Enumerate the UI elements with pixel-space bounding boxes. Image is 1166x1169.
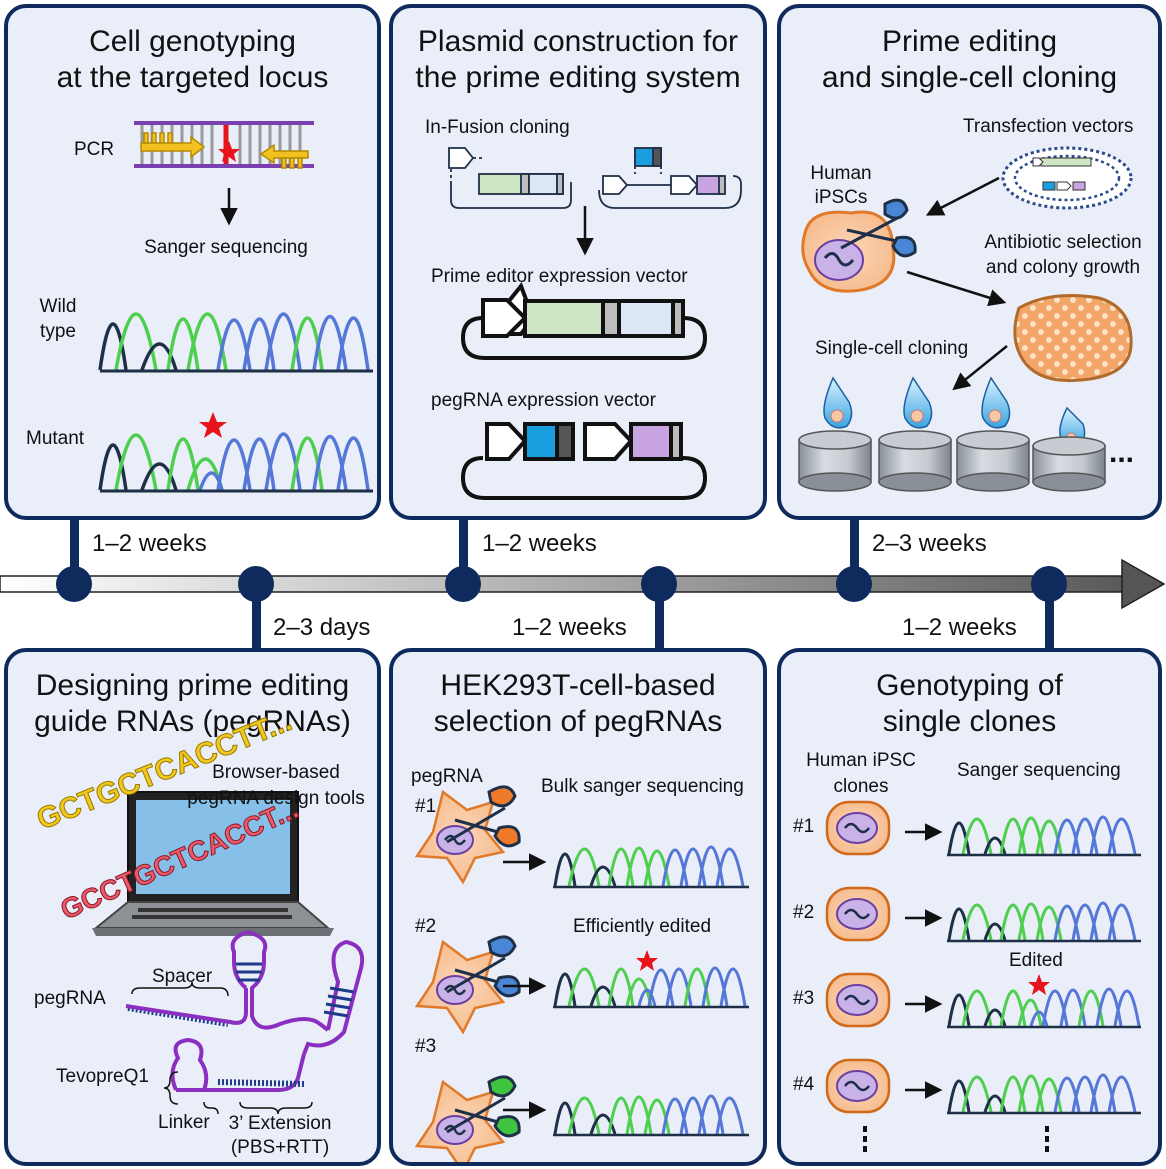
timeline-node (1031, 566, 1067, 602)
chromatogram-wild-type (98, 312, 373, 373)
infusion-plasmid-right (598, 147, 742, 209)
pegrna-structure (125, 929, 365, 1092)
design-illustration: GCTGCTCACCTT... GCCTGCTCACCT... (32, 704, 365, 1115)
mutation-star-icon (199, 412, 227, 438)
mutation-star-icon (636, 950, 658, 971)
timeline-node (56, 566, 92, 602)
chromatogram-clone-2 (947, 901, 1141, 943)
editing-illustration (798, 146, 1133, 492)
sanger-label: Sanger sequencing (957, 760, 1121, 781)
colony-icon (1013, 294, 1133, 383)
edited-label: Edited (1009, 950, 1063, 971)
pegrna-number: #1 (415, 796, 437, 817)
transfection-vectors-icon (1001, 146, 1133, 210)
duration-label: 1–2 weeks (482, 530, 597, 557)
chromatogram-pegrna-3 (553, 1094, 749, 1137)
scissors-icon (446, 785, 521, 848)
timeline (0, 515, 1166, 650)
pegrna-label: pegRNA (34, 988, 106, 1009)
pegrna-vector (460, 422, 708, 500)
spacer-label: Spacer (152, 966, 213, 987)
mutation-star-icon (218, 141, 240, 162)
clone-cell-icon (825, 1058, 891, 1114)
pegrna-label: pegRNA (411, 766, 483, 787)
clone-cell-icon (825, 886, 891, 942)
chromatogram-clone-1 (947, 815, 1141, 857)
duration-label: 1–2 weeks (512, 614, 627, 641)
chromatogram-clone-4 (947, 1073, 1141, 1115)
extension-label: 3’ Extension(PBS+RTT) (228, 1113, 332, 1158)
hek-illustration (414, 785, 749, 1162)
single-cell-label: Single-cell cloning (815, 338, 969, 359)
pegrna-number: #2 (415, 916, 437, 937)
annotation-braces (131, 981, 313, 1115)
clone-number: #3 (793, 988, 815, 1009)
pe-vector-label: Prime editor expression vector (431, 266, 688, 287)
genotyping-illustration (98, 121, 373, 493)
clone-cell-icon (825, 972, 891, 1028)
clone-number: #2 (793, 902, 815, 923)
infusion-label: In-Fusion cloning (425, 117, 570, 138)
duration-label: 1–2 weeks (92, 530, 207, 557)
timeline-node (238, 566, 274, 602)
chromatogram-pegrna-2 (553, 950, 749, 1009)
hek-cell-icon (414, 1079, 506, 1162)
clones-illustration (825, 800, 1141, 1152)
chromatogram-clone-3 (947, 974, 1141, 1029)
transfection-label: Transfection vectors (963, 116, 1134, 137)
mutant-label: Mutant (26, 428, 85, 449)
timeline-node (445, 566, 481, 602)
efficient-label: Efficiently edited (573, 916, 712, 937)
scissors-icon (840, 198, 917, 258)
bulk-sanger-label: Bulk sanger sequencing (541, 776, 744, 797)
linker-label: Linker (158, 1112, 210, 1133)
infusion-plasmid-left (448, 147, 572, 209)
sanger-label: Sanger sequencing (144, 237, 308, 258)
mutation-star-icon (1028, 974, 1050, 995)
duration-label: 1–2 weeks (902, 614, 1017, 641)
chromatogram-pegrna-1 (553, 845, 749, 889)
peg-vector-label: pegRNA expression vector (431, 390, 656, 411)
tevopreq1-label: TevopreQ1 (56, 1066, 149, 1087)
more-dishes-ellipsis: ... (1109, 436, 1135, 469)
pegrna-number: #3 (415, 1036, 437, 1057)
hek-cell-icon (414, 939, 506, 1035)
clone-cell-icon (825, 800, 891, 856)
clone-number: #4 (793, 1074, 815, 1095)
chromatogram-mutant (98, 412, 373, 493)
laptop-icon (92, 791, 334, 936)
timeline-node (836, 566, 872, 602)
vertical-ellipsis-icon (863, 1126, 1049, 1152)
single-cell-dishes (798, 376, 1106, 492)
scissors-icon (446, 1075, 521, 1138)
ipsc-cell-icon (801, 210, 896, 293)
dna-icon (134, 121, 314, 169)
plasmid-illustration (448, 147, 742, 500)
pcr-label: PCR (74, 139, 115, 160)
timeline-node (641, 566, 677, 602)
duration-label: 2–3 weeks (872, 530, 987, 557)
clone-number: #1 (793, 816, 815, 837)
prime-editor-vector (460, 282, 708, 360)
duration-label: 2–3 days (273, 614, 371, 641)
